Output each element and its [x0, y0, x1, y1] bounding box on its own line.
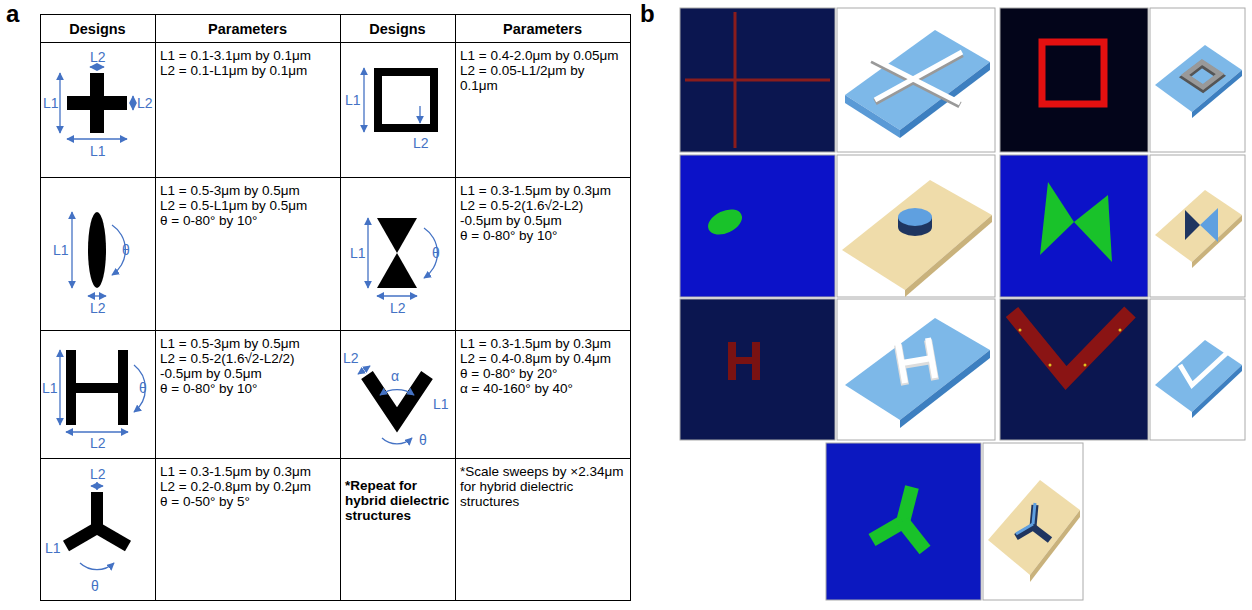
parameter-text: L1 = 0.4-2.0μm by 0.05μm [460, 48, 625, 63]
parameter-text: θ = 0-50° by 5° [160, 494, 335, 509]
table-cell: L1 = 0.3-1.5μm by 0.3μmL2 = 0.4-0.8μm by… [460, 336, 625, 396]
parameter-text: L1 = 0.5-3μm by 0.5μm [160, 336, 335, 351]
table-cell: L1 = 0.3-1.5μm by 0.3μmL2 = 0.5-2(1.6√2-… [460, 183, 625, 243]
dimension-label: L2 [343, 350, 359, 366]
dimension-label: L1 [90, 143, 106, 159]
table-cell: L1 = 0.4-2.0μm by 0.05μmL2 = 0.05-L1/2μm… [460, 48, 625, 93]
parameter-text: L2 = 0.2-0.8μm by 0.2μm [160, 479, 335, 494]
design-icons [66, 72, 434, 546]
parameter-text: L1 = 0.3-1.5μm by 0.3μm [160, 464, 335, 479]
dimension-label: θ [91, 578, 99, 594]
parameter-text: L2 = 0.5-2(1.6√2-L2) -0.5μm by 0.5μm [460, 198, 625, 228]
table-grid [40, 14, 631, 601]
parameter-text: θ = 0-80° by 10° [160, 213, 335, 228]
parameter-text: θ = 0-80° by 20° [460, 366, 625, 381]
table-cell: *Scale sweeps by ×2.34μm for hybrid diel… [460, 464, 625, 509]
table-cell: *Repeat for hybrid dielectric structures [345, 478, 451, 523]
dimension-label: L2 [390, 300, 406, 316]
dimension-label: L1 [45, 540, 61, 556]
dimension-label: L1 [350, 245, 366, 261]
simulation-images [680, 8, 1245, 600]
dimension-label: L2 [137, 95, 153, 111]
parameter-text: L1 = 0.1-3.1μm by 0.1μm [160, 48, 335, 63]
table-cell: L1 = 0.5-3μm by 0.5μmL2 = 0.5-2(1.6√2-L2… [160, 336, 335, 396]
parameter-text: θ = 0-80° by 10° [460, 228, 625, 243]
dimension-label: θ [122, 242, 130, 258]
note-text: *Repeat for hybrid dielectric structures [345, 478, 451, 523]
field-maps [685, 12, 1130, 550]
dimension-label: α [391, 368, 399, 384]
dimension-label: θ [432, 245, 440, 261]
table-cell: L1 = 0.5-3μm by 0.5μmL2 = 0.5-L1μm by 0.… [160, 183, 335, 228]
dimension-label: L2 [90, 300, 106, 316]
dimension-label: L1 [433, 396, 449, 412]
column-header: Designs [340, 20, 455, 38]
dimension-label: L1 [42, 380, 58, 396]
rendered-structures [842, 30, 1242, 582]
dimension-label: L2 [90, 435, 106, 451]
dimension-label: L1 [345, 92, 361, 108]
column-header: Parameters [155, 20, 340, 38]
dimension-label: L1 [53, 242, 69, 258]
dimension-label: L2 [90, 466, 106, 482]
parameter-text: *Scale sweeps by ×2.34μm for hybrid diel… [460, 464, 625, 509]
table-cell: L1 = 0.1-3.1μm by 0.1μmL2 = 0.1-L1μm by … [160, 48, 335, 78]
dimension-label: L2 [413, 135, 429, 151]
parameter-text: L1 = 0.5-3μm by 0.5μm [160, 183, 335, 198]
parameter-text: L1 = 0.3-1.5μm by 0.3μm [460, 183, 625, 198]
parameter-text: L1 = 0.3-1.5μm by 0.3μm [460, 336, 625, 351]
parameter-text: θ = 0-80° by 10° [160, 381, 335, 396]
parameter-text: L2 = 0.05-L1/2μm by 0.1μm [460, 63, 625, 93]
dimension-label: L1 [43, 95, 59, 111]
column-header: Parameters [455, 20, 630, 38]
dimension-label: L2 [90, 49, 106, 65]
parameter-text: α = 40-160° by 40° [460, 381, 625, 396]
panel-letter: b [640, 0, 655, 28]
parameter-text: L2 = 0.1-L1μm by 0.1μm [160, 63, 335, 78]
parameter-text: L2 = 0.5-L1μm by 0.5μm [160, 198, 335, 213]
parameter-text: L2 = 0.4-0.8μm by 0.4μm [460, 351, 625, 366]
column-header: Designs [40, 20, 155, 38]
panel-letter: a [6, 0, 19, 28]
parameter-text: L2 = 0.5-2(1.6√2-L2/2) -0.5μm by 0.5μm [160, 351, 335, 381]
dimension-label: θ [419, 432, 427, 448]
table-cell: L1 = 0.3-1.5μm by 0.3μmL2 = 0.2-0.8μm by… [160, 464, 335, 509]
dimension-label: θ [139, 380, 147, 396]
